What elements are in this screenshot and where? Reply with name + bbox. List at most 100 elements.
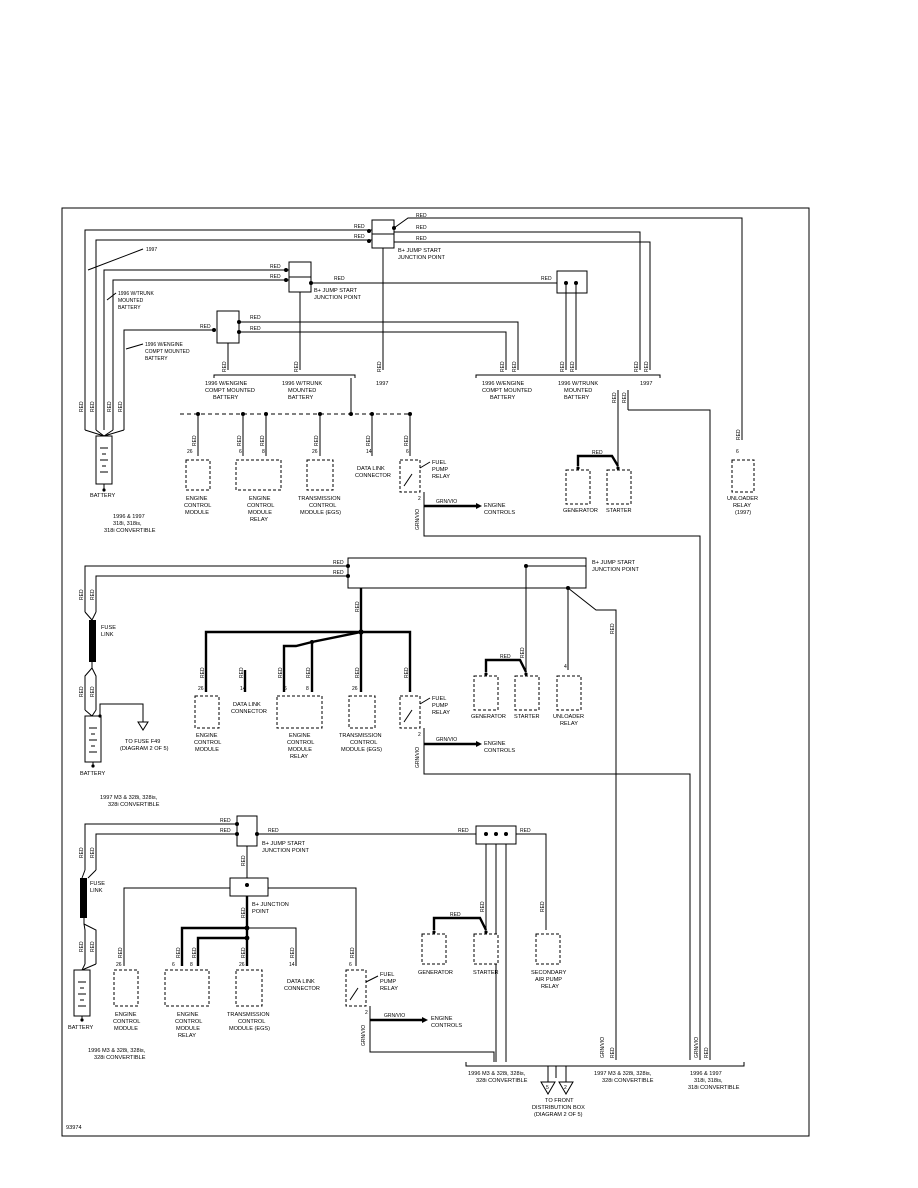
wire-red-t: RED [512,361,518,372]
ecmr-label-1c: MODULE [248,510,272,516]
wire-red-d: RED [416,236,427,242]
unloader-label-1c: (1997) [735,510,751,516]
pin-ecmr-3b: 8 [190,962,193,968]
wire-red-top: RED [416,213,427,219]
starter-label-3: STARTER [473,970,499,976]
tcm-label-3b: CONTROL [238,1019,265,1025]
jump-start-label-4b: JUNCTION POINT [262,848,310,854]
opt-1997r: 1997 [640,381,652,387]
wire-red-s3i: RED [241,855,247,866]
wire-red-s3g: RED [79,941,85,952]
figure-id: 93974 [66,1125,82,1131]
opt-trunk-1: 1996 W/TRUNK [282,381,322,387]
to-fuse-2: (DIAGRAM 2 OF 5) [120,746,169,752]
wire-red-b1b: RED [90,401,96,412]
sec1-models-2: 318i, 318is, [113,521,142,527]
pin-dlc-2: 14 [240,686,246,692]
wire-red-l: RED [570,361,576,372]
wire-red-m: RED [634,361,640,372]
fpr-label-1a: FUEL [432,460,446,466]
wire-grnvio-2v: GRN/VIO [415,747,421,768]
wire-red-s2i: RED [278,667,284,678]
opt-engine-1r: 1996 W/ENGINE [482,381,525,387]
wire-red-s3e: RED [268,828,279,834]
wire-red-s2a: RED [333,560,344,566]
wire-red-s3b: RED [220,828,231,834]
wire-red-s2l: RED [404,667,410,678]
note-engine-3: BATTERY [145,356,168,362]
pin-tcm-3: 26 [239,962,245,968]
dlc-label-3b: CONNECTOR [284,986,320,992]
wire-red-n: RED [644,361,650,372]
pin-ecmr-3a: 6 [172,962,175,968]
jump-start-label-3a: B+ JUMP START [592,560,636,566]
wire-red-s3d: RED [90,847,96,858]
wire-red-s3k: RED [118,947,124,958]
bottom-right-2: 318i, 318is, [694,1078,723,1084]
ecm-label-3c: MODULE [114,1026,138,1032]
tcm-label-1b: CONTROL [309,503,336,509]
unloader-label-1a: UNLOADER [727,496,758,502]
opt-engine-2: COMPT MOUNTED [205,388,255,394]
ecm-label-1c: MODULE [185,510,209,516]
engine-control-module-relay-2 [276,695,323,729]
wire-red-s2b: RED [333,570,344,576]
eng-controls-3b: CONTROLS [431,1023,462,1029]
unloader-relay-2 [556,675,582,711]
eng-controls-2b: CONTROLS [484,748,515,754]
wire-grnvio-1: GRN/VIO [436,499,457,505]
tcm-label-1a: TRANSMISSION [298,496,341,502]
pin-ecmr-1a: 6 [239,449,242,455]
dlc-label-2b: CONNECTOR [231,709,267,715]
wire-red-p: RED [250,315,261,321]
wire-red-b2: RED [610,1047,616,1058]
opt-engine-3r: BATTERY [490,395,516,401]
ecm-label-1b: CONTROL [184,503,211,509]
pin-fpr-1: 6 [406,449,409,455]
wire-red-h: RED [334,276,345,282]
ecmr-label-3a: ENGINE [177,1012,199,1018]
dlc-label-1b: CONNECTOR [355,473,391,479]
sec3-models-1: 1996 M3 & 328i, 328is, [88,1048,146,1054]
wire-grnvio-3v: GRN/VIO [361,1025,367,1046]
generator-1 [565,469,591,505]
wire-red-s3j: RED [241,907,247,918]
ecm-label-2c: MODULE [195,747,219,753]
wire-red-ul1: RED [736,429,742,440]
wire-red-g: RED [270,274,281,280]
eng-controls-1a: ENGINE [484,503,506,509]
note-engine-2: COMPT MOUNTED [145,349,190,355]
transmission-control-module-3 [235,969,263,1007]
tcm-label-2a: TRANSMISSION [339,733,382,739]
sec1-models-3: 318i CONVERTIBLE [104,528,156,534]
wire-red-b1c: RED [107,401,113,412]
wire-red-o: RED [200,324,211,330]
dlc-label-2a: DATA LINK [233,702,261,708]
pin-dlc-3: 14 [289,962,295,968]
ecmr-label-1b: CONTROL [247,503,274,509]
opt-trunk-2: MOUNTED [288,388,316,394]
pin-fpr-2out: 2 [418,732,421,738]
battery-label-2: BATTERY [80,771,106,777]
wire-red-q: RED [250,326,261,332]
jump-start-box-3 [236,815,258,847]
wire-red-y: RED [366,435,372,446]
fuel-pump-relay-1 [399,459,421,493]
section-1: B+ JUMP START JUNCTION POINT RED RED RED… [79,213,758,1060]
fuse-link-2 [80,878,87,918]
bottom-mid-1: 1997 M3 & 328i, 328is, [594,1071,652,1077]
wire-red-s2h: RED [200,667,206,678]
generator-label-3: GENERATOR [418,970,453,976]
jump-start-label-3b: JUNCTION POINT [592,567,640,573]
wire-red-s2d: RED [90,589,96,600]
wire-red-s3s: RED [540,901,546,912]
ecmr-label-2b: CONTROL [287,740,314,746]
tcm-label-2c: MODULE (EGS) [341,747,382,753]
engine-control-module-relay-1 [235,459,282,491]
wire-red-s3q: RED [520,828,531,834]
wire-red-s3f: RED [458,828,469,834]
pin-fpr-3out: 2 [365,1010,368,1016]
bottom-right-3: 318i CONVERTIBLE [688,1085,740,1091]
pin-tofront-a: 5 [546,1085,549,1091]
pin-ecmr-2a: 6 [284,686,287,692]
